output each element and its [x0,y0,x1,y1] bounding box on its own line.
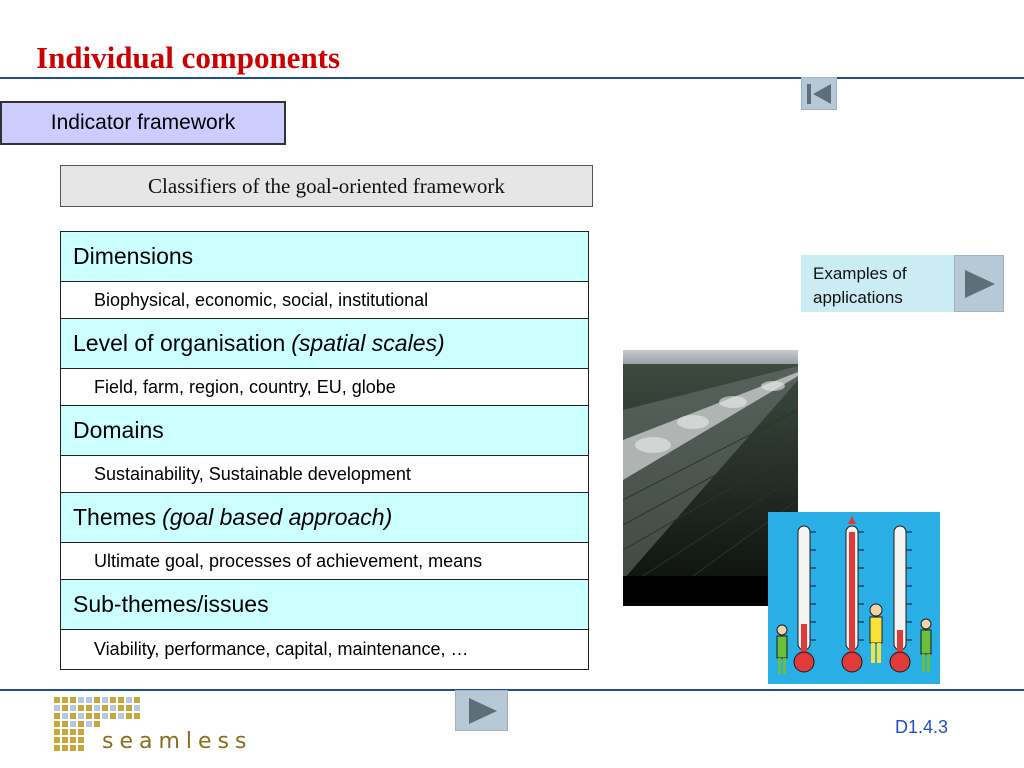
examples-label: Examples of applications [801,255,954,312]
indicator-framework-label: Indicator framework [0,101,286,145]
row-detail-text: Sustainability, Sustainable development [94,463,411,484]
row-heading-text: Sub-themes/issues [73,591,269,617]
row-heading-domains: Domains [61,406,588,456]
row-detail-sub-themes: Viability, performance, capital, mainten… [61,630,588,669]
play-forward-icon [468,697,497,724]
row-heading-themes: Themes (goal based approach) [61,493,588,543]
row-detail-text: Biophysical, economic, social, instituti… [94,289,429,310]
back-to-start-button[interactable] [801,77,837,110]
play-forward-icon [965,269,995,298]
row-detail-dimensions: Biophysical, economic, social, instituti… [61,282,588,319]
thermometers-image [768,512,940,684]
slide-title: Individual components [36,40,341,75]
row-heading-text: Level of organisation [73,330,286,356]
examples-forward-button[interactable] [954,255,1004,312]
top-divider [0,77,1024,79]
row-detail-domains: Sustainability, Sustainable development [61,456,588,493]
thermometer-cartoon [768,512,940,684]
classifiers-header: Classifiers of the goal-oriented framewo… [60,165,593,207]
row-heading-italic: (spatial scales) [291,330,445,356]
seamless-logo-text: seamless [102,729,253,754]
row-heading-text: Domains [73,417,164,443]
row-heading-text: Dimensions [73,243,194,269]
row-detail-text: Viability, performance, capital, mainten… [94,639,469,659]
row-heading-text: Themes [73,504,157,530]
row-detail-text: Field, farm, region, country, EU, globe [94,376,396,397]
row-detail-level-of-organisation: Field, farm, region, country, EU, globe [61,369,588,406]
seamless-logo-mark [54,697,140,751]
bottom-divider [0,689,1024,691]
row-heading-level-of-organisation: Level of organisation (spatial scales) [61,319,588,369]
next-slide-button[interactable] [455,690,508,731]
row-heading-sub-themes: Sub-themes/issues [61,580,588,630]
classifiers-table: Dimensions Biophysical, economic, social… [60,231,589,670]
row-detail-themes: Ultimate goal, processes of achievement,… [61,543,588,580]
row-heading-italic: (goal based approach) [162,504,393,530]
skip-back-icon [807,83,831,104]
seamless-logo: seamless [52,695,262,759]
row-detail-text: Ultimate goal, processes of achievement,… [94,550,483,571]
row-heading-dimensions: Dimensions [61,232,588,282]
slide-id: D1.4.3 [895,717,949,737]
examples-of-applications-link[interactable]: Examples of applications [801,255,1004,312]
